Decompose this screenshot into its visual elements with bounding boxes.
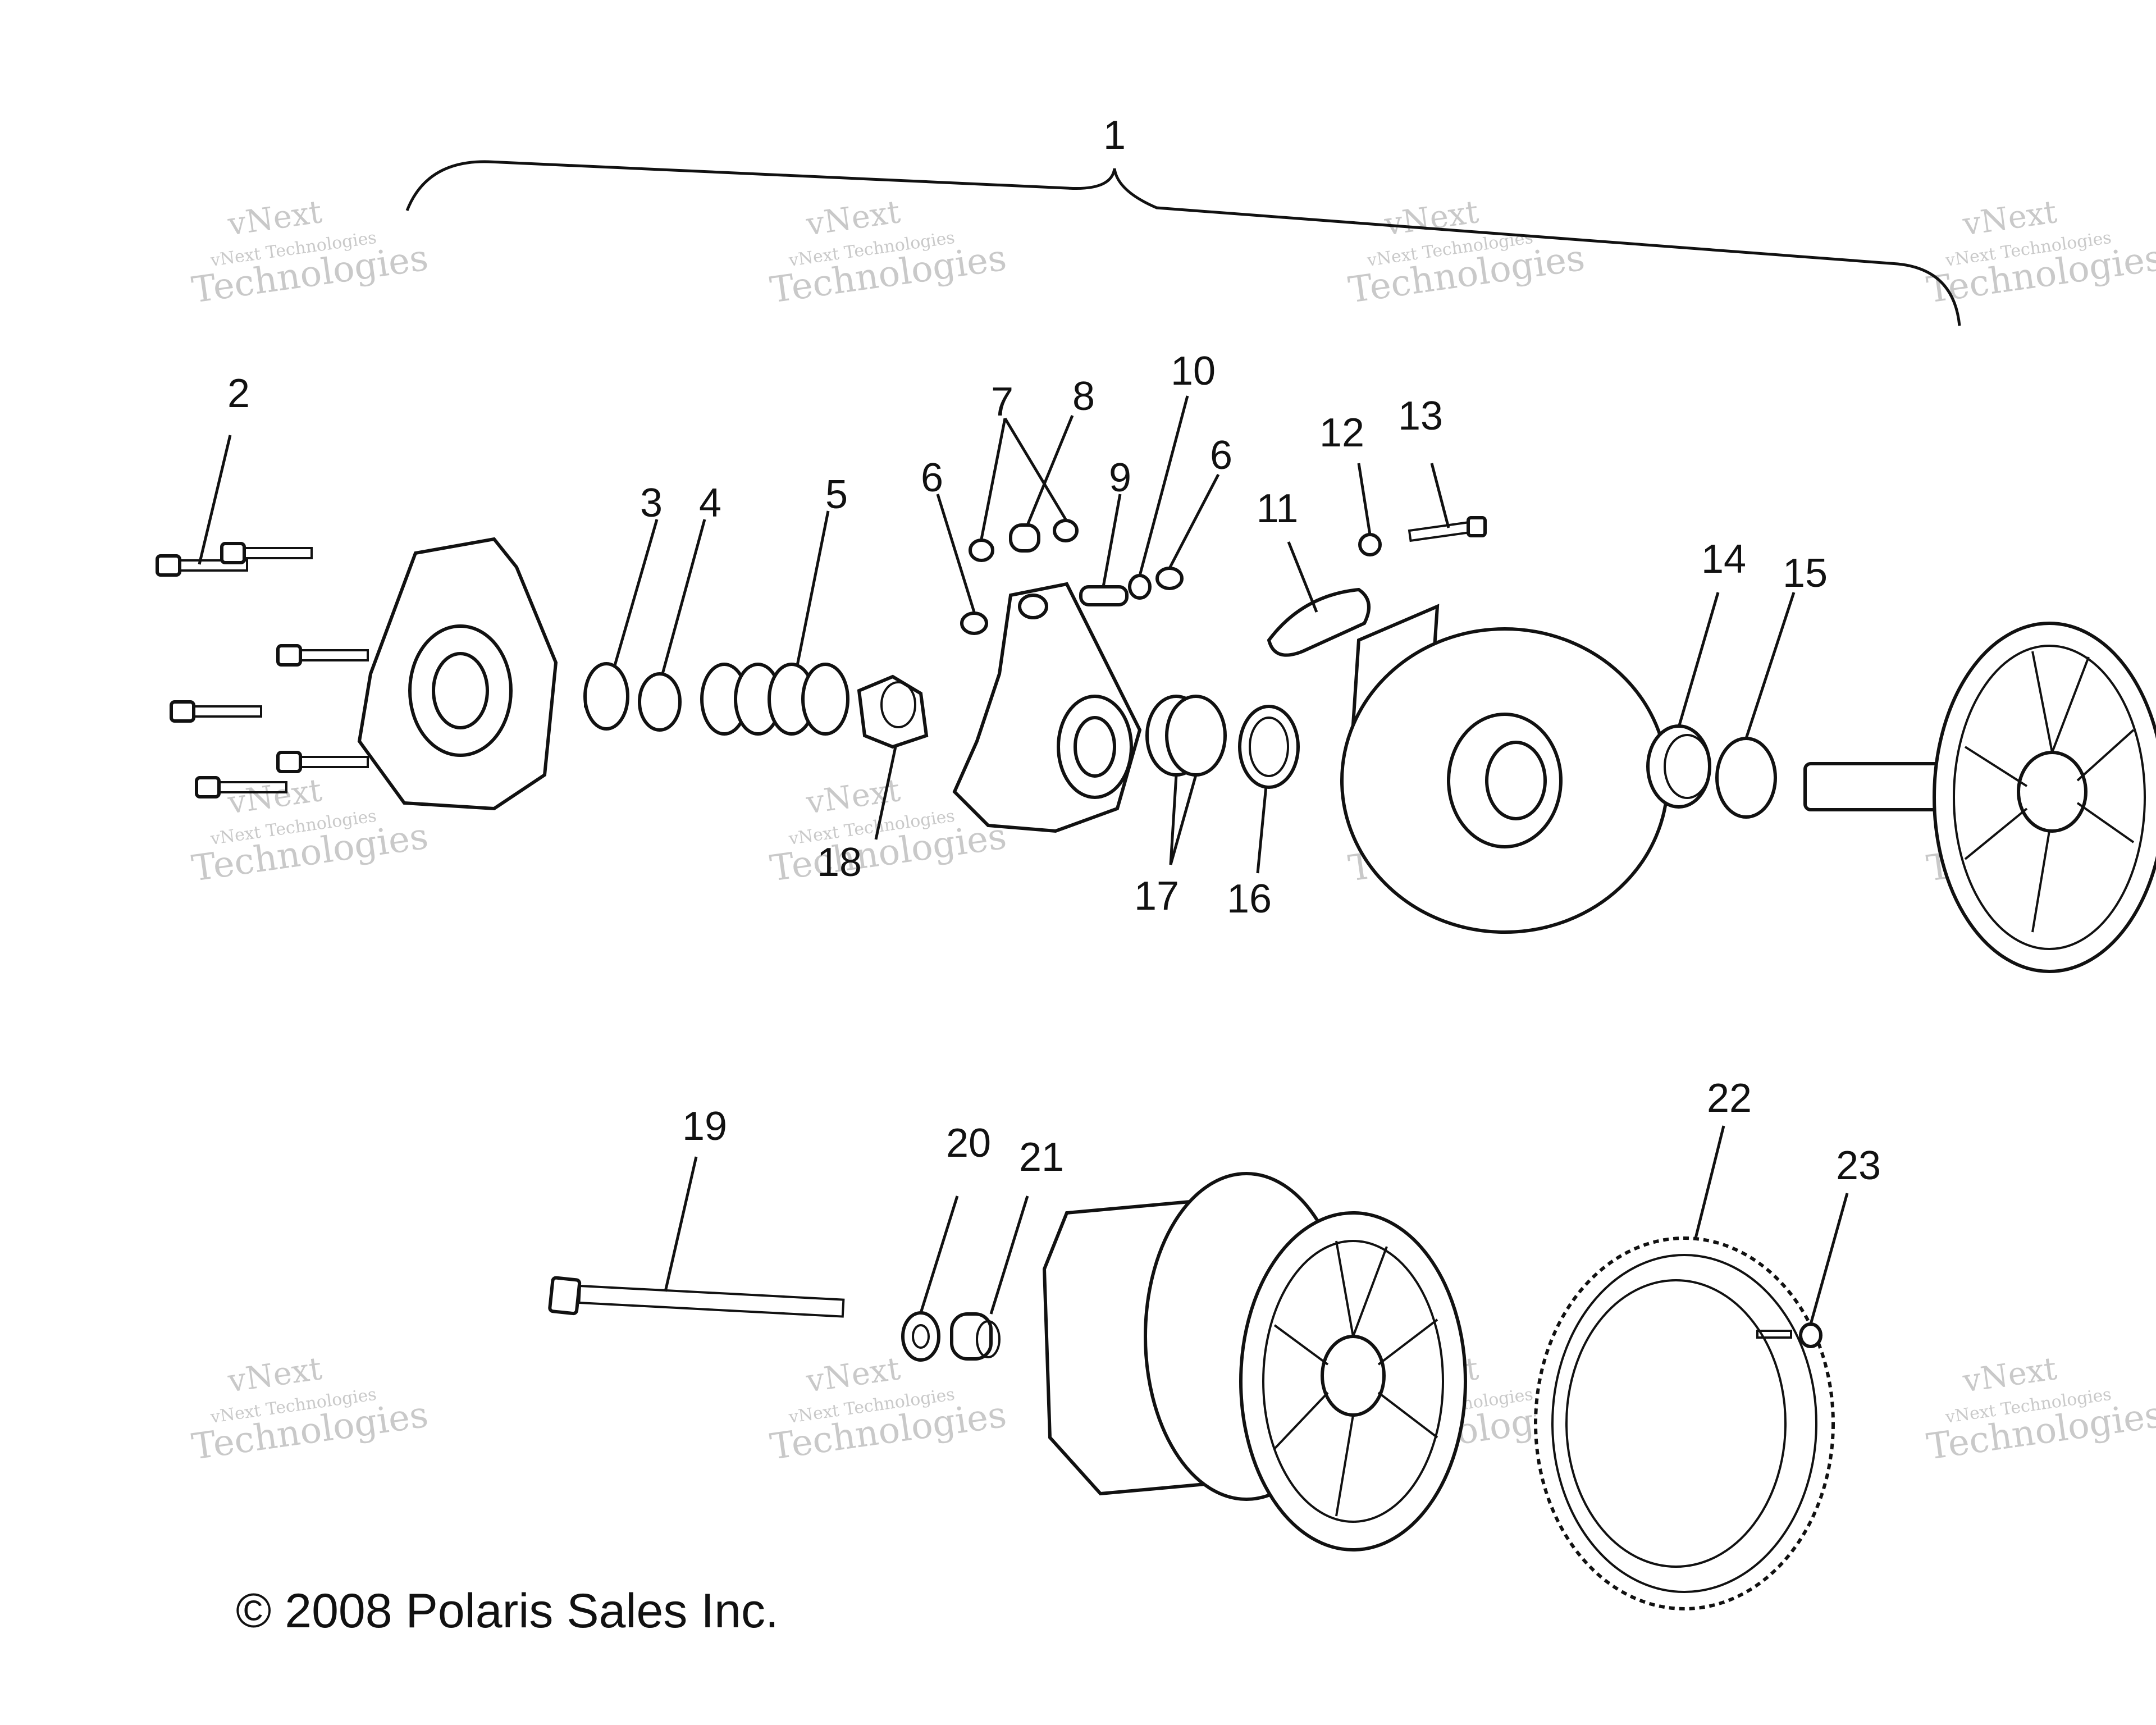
callout-4: 4 [699, 481, 721, 526]
callout-14: 14 [1701, 537, 1746, 582]
svg-text:vNext: vNext [1382, 194, 1481, 243]
callout-2: 2 [227, 371, 250, 416]
svg-text:vNext: vNext [803, 1350, 903, 1400]
callout-18: 18 [817, 840, 862, 885]
callouts: 1 2 3 4 5 6 7 8 9 10 6 11 12 13 14 15 16… [227, 113, 1881, 1188]
callout-21: 21 [1019, 1135, 1064, 1180]
svg-text:vNext: vNext [225, 1350, 325, 1400]
moveable-sheave-part [1340, 604, 1669, 934]
callout-7: 7 [991, 380, 1013, 425]
callout-17: 17 [1134, 874, 1179, 919]
watermark: vNext vNext Technologies Technologies [768, 194, 1009, 312]
spider-part [952, 582, 1142, 833]
fixed-sheave-part [1803, 622, 2156, 973]
callout-3: 3 [640, 481, 663, 526]
callout-19: 19 [682, 1104, 727, 1149]
callout-5: 5 [825, 472, 848, 517]
callout-16: 16 [1227, 877, 1272, 921]
spider-cover-part [357, 537, 558, 811]
callout-13: 13 [1398, 394, 1443, 439]
ring-gear-part [1534, 1236, 1835, 1610]
watermark: vNext vNext Technologies Technologies [189, 1350, 431, 1468]
svg-text:vNext: vNext [225, 194, 325, 243]
watermark: vNext vNext Technologies Technologies [189, 194, 431, 312]
callout-20: 20 [946, 1121, 991, 1166]
washer-part [1128, 574, 1152, 600]
callout-9: 9 [1109, 455, 1131, 500]
watermark: vNext vNext Technologies Technologies [1924, 1350, 2156, 1468]
callout-8: 8 [1072, 374, 1095, 419]
callout-6a: 6 [921, 455, 943, 500]
bushing-part [950, 1312, 1001, 1361]
bolt-part [548, 1276, 845, 1318]
copyright-text: © 2008 Polaris Sales Inc. [236, 1584, 779, 1638]
leader-lines [198, 395, 1849, 1325]
callout-15: 15 [1783, 551, 1828, 596]
ring-part [1165, 695, 1227, 777]
callout-22: 22 [1707, 1076, 1752, 1121]
nut-part [1358, 533, 1382, 556]
watermark: vNext vNext Technologies Technologies [1346, 194, 1587, 312]
washer-part [901, 1311, 940, 1362]
callout-12: 12 [1319, 410, 1364, 455]
bolt-part [1408, 516, 1487, 542]
watermark: vNext vNext Technologies Technologies [1924, 194, 2156, 312]
svg-text:vNext: vNext [1960, 1350, 2059, 1400]
clutch-assembly-part [1042, 1172, 1467, 1551]
roller-part [1009, 523, 1040, 553]
pin-part [1079, 585, 1129, 606]
roller-part [1155, 567, 1184, 590]
callout-1: 1 [1103, 113, 1126, 158]
ring-part [638, 672, 682, 732]
svg-text:vNext: vNext [225, 772, 325, 822]
ring-part [1715, 737, 1777, 819]
svg-text:vNext: vNext [803, 194, 903, 243]
washer-part [1053, 519, 1079, 542]
callout-23: 23 [1836, 1143, 1881, 1188]
bushing-part [857, 674, 929, 749]
callout-6b: 6 [1210, 433, 1232, 478]
bushing-part [583, 662, 629, 731]
callout-10: 10 [1171, 349, 1216, 394]
svg-text:vNext: vNext [1960, 194, 2059, 243]
callout-11: 11 [1257, 486, 1299, 531]
washer-part [969, 539, 994, 562]
bolt-part [156, 542, 369, 798]
assembly-bracket [405, 160, 1961, 326]
weight-part [1267, 587, 1371, 657]
bushing-part [1646, 724, 1711, 809]
roller-part [960, 611, 988, 635]
seal-part [1238, 705, 1300, 789]
spring-part [700, 663, 849, 736]
